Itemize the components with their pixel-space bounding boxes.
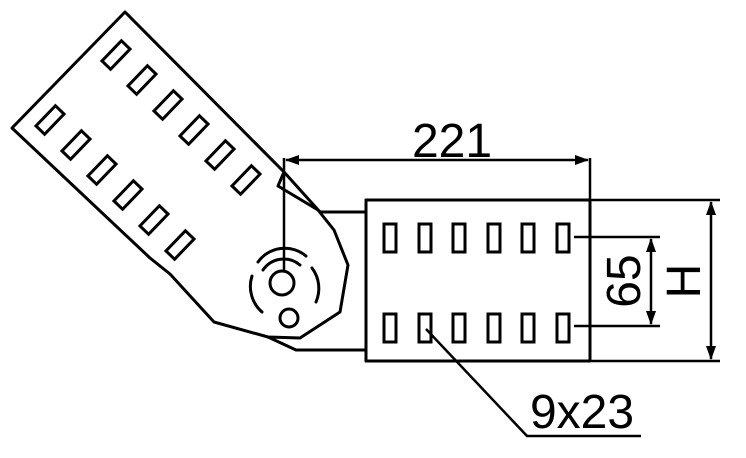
straight-tray-section	[266, 170, 592, 363]
slot-size-dimension-label: 9x23	[530, 386, 634, 439]
straight-slot-bottom-3	[451, 312, 467, 344]
straight-slot-top-5	[520, 222, 536, 254]
angled-slot-lower-3	[85, 153, 119, 187]
height-dimension-label: H	[658, 264, 711, 299]
straight-slot-bottom-1	[382, 312, 398, 344]
straight-slot-top-4	[486, 222, 502, 254]
straight-slot-top-3	[451, 222, 467, 254]
straight-slot-bottom-2	[417, 312, 433, 344]
angled-tray-slots	[33, 38, 263, 262]
hinge-bolt-hole	[278, 307, 300, 329]
straight-slot-bottom-6	[555, 312, 571, 344]
angled-slot-upper-6	[229, 163, 263, 197]
angled-slot-upper-2	[125, 63, 159, 97]
angled-slot-lower-4	[111, 178, 145, 212]
angled-slot-upper-4	[177, 113, 211, 147]
angled-slot-upper-5	[203, 138, 237, 172]
straight-slot-bottom-5	[520, 312, 536, 344]
hinge-joint	[248, 246, 321, 329]
angled-tray-section	[10, 10, 350, 340]
angled-slot-lower-1	[33, 103, 67, 137]
straight-tray-outline	[266, 170, 592, 363]
slot-size-leader-line	[425, 328, 641, 438]
straight-slot-bottom-4	[486, 312, 502, 344]
straight-tray-slots	[382, 222, 571, 344]
length-dimension-label: 221	[412, 115, 492, 168]
hinge-arc-slot-left	[248, 274, 264, 314]
angled-slot-upper-1	[99, 38, 133, 72]
angled-slot-lower-5	[137, 203, 171, 237]
hinge-arc-slot-outer	[256, 246, 308, 264]
angled-slot-upper-3	[151, 88, 185, 122]
angled-slot-lower-6	[163, 228, 197, 262]
straight-slot-top-1	[382, 222, 398, 254]
hinge-pivot-hole	[268, 269, 296, 297]
angled-tray-outline	[10, 10, 350, 340]
straight-slot-top-2	[417, 222, 433, 254]
hinge-arc-slot-right	[310, 266, 321, 304]
slot-spacing-dimension-label: 65	[598, 254, 651, 307]
hinge-arc-slot-inner	[261, 257, 302, 272]
angled-slot-lower-2	[59, 128, 93, 162]
straight-slot-top-6	[555, 222, 571, 254]
